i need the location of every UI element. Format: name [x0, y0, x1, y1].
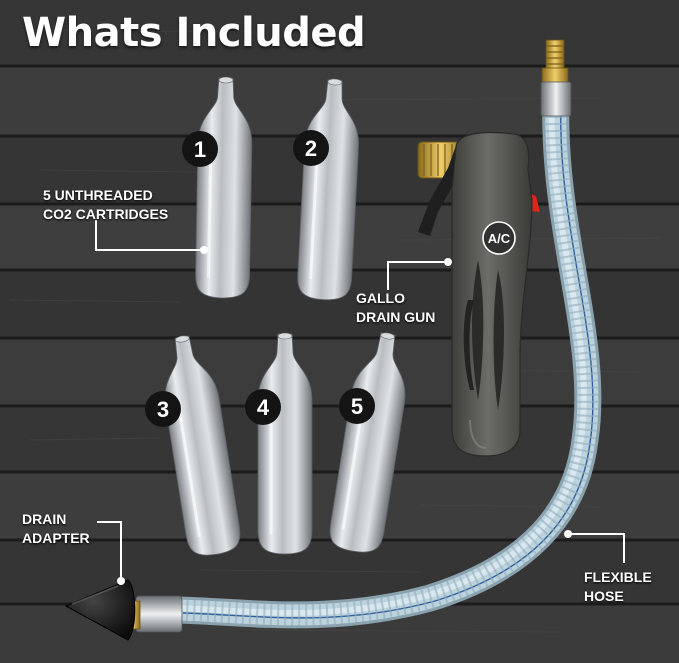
number-badge-5: 5 [339, 388, 375, 424]
svg-text:3: 3 [157, 397, 169, 422]
page-title: Whats Included [22, 10, 366, 56]
cartridges-label-line-1: 5 UNTHREADED [43, 187, 153, 203]
svg-text:2: 2 [305, 136, 317, 161]
flexible-hose [164, 88, 602, 629]
callout-dots [117, 246, 572, 585]
drain-gun-label-line-2: DRAIN GUN [356, 309, 436, 325]
drain-adapter-label-line-2: ADAPTER [22, 530, 90, 546]
drain-adapter [64, 579, 183, 641]
svg-text:4: 4 [257, 395, 270, 420]
gallo-drain-gun: A/C [417, 131, 540, 457]
drain-adapter-label-line-1: DRAIN [22, 511, 67, 527]
drain-gun-label-line-1: GALLO [356, 290, 405, 306]
number-badge-2: 2 [293, 130, 329, 166]
number-badge-4: 4 [245, 389, 281, 425]
number-badge-3: 3 [145, 391, 181, 427]
cartridges-label-line-2: CO2 CARTRIDGES [43, 206, 169, 222]
drain-gun-label: GALLO DRAIN GUN [356, 289, 435, 327]
number-badge-1: 1 [182, 131, 218, 167]
hose-label: FLEXIBLE HOSE [584, 568, 652, 606]
gun-badge-text: A/C [488, 231, 511, 246]
drain-adapter-label: DRAIN ADAPTER [22, 510, 90, 548]
hose-label-line-2: HOSE [584, 588, 624, 604]
cartridges-label: 5 UNTHREADED CO2 CARTRIDGES [43, 186, 168, 224]
hose-label-line-1: FLEXIBLE [584, 569, 652, 585]
hose-top-fitting [540, 39, 572, 117]
svg-text:1: 1 [194, 137, 206, 162]
gun-badge [482, 221, 516, 255]
callout-leader-lines [95, 220, 625, 577]
svg-text:5: 5 [351, 394, 363, 419]
